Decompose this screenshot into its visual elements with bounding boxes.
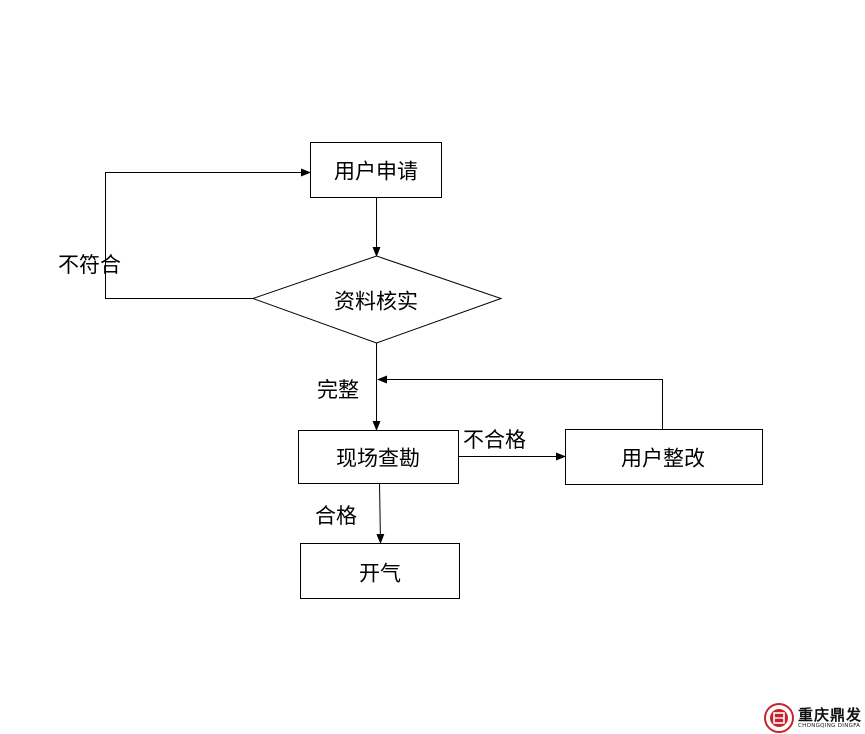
arrow-survey-to-open [376, 482, 385, 544]
node-survey-label: 现场查勘 [336, 446, 420, 471]
edge-qualified-label: 合格 [315, 504, 357, 528]
node-rectify-label: 用户整改 [621, 446, 705, 471]
node-apply-box [310, 142, 442, 198]
node-open-label: 开气 [359, 561, 401, 586]
node-apply-label: 用户申请 [334, 159, 418, 184]
node-survey-box [298, 430, 459, 484]
logo-emblem-icon [764, 703, 794, 733]
logo: 重庆鼎发 CHONGQING DINGFA [764, 703, 864, 733]
edge-not-conform-label: 不符合 [58, 253, 121, 277]
arrow-rectify-loop [377, 375, 663, 429]
logo-name: 重庆鼎发 [798, 706, 863, 724]
logo-subtitle: CHONGQING DINGFA [798, 723, 861, 729]
node-verify-label: 资料核实 [334, 289, 418, 314]
edge-unqualified-label: 不合格 [463, 428, 526, 452]
edge-complete-label: 完整 [317, 378, 359, 402]
node-rectify-box [565, 429, 763, 485]
node-open-box [300, 543, 460, 599]
arrow-not-conform-loop [105, 168, 311, 299]
